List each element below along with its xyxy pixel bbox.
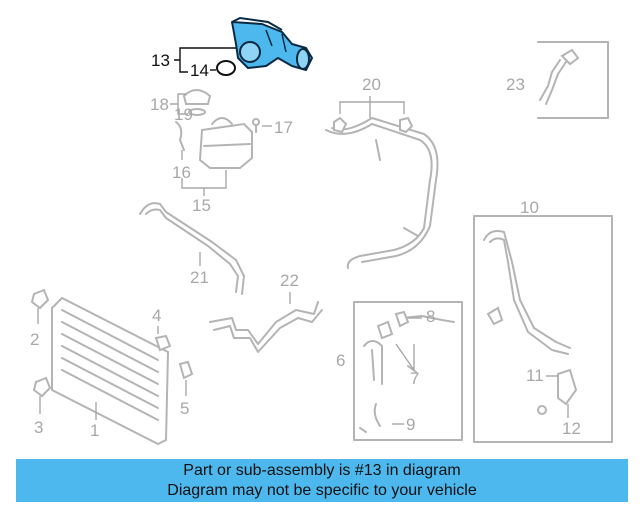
footer-line-2: Diagram may not be specific to your vehi… [167,481,477,499]
callout-23: 23 [506,75,525,94]
callout-1: 1 [90,421,99,440]
callout-4: 4 [152,306,161,325]
callout-16: 16 [172,163,191,182]
callout-17: 17 [274,118,293,137]
callout-10: 10 [520,198,539,217]
callout-14: 14 [190,61,209,80]
part-5-mount[interactable] [178,360,194,380]
footer-banner: Part or sub-assembly is #13 in diagram D… [16,459,628,502]
part-14-gasket[interactable] [216,60,236,76]
leader-13 [174,47,236,73]
callout-22: 22 [280,271,299,290]
part-23-hose[interactable] [537,41,609,119]
part-6-hose-group[interactable] [353,301,463,441]
part-4-mount[interactable] [154,334,172,352]
part-15-reservoir[interactable] [198,117,253,169]
callout-2: 2 [30,330,39,349]
callout-20: 20 [362,75,381,94]
callout-8: 8 [426,307,435,326]
callout-15: 15 [192,196,211,215]
callout-3: 3 [34,418,43,437]
part-10-hose-group[interactable] [473,215,613,443]
parts-diagram: 13 14 18 19 17 16 15 20 23 [30,16,613,446]
callout-21: 21 [190,268,209,287]
part-1-radiator[interactable] [51,296,170,446]
callout-13: 13 [151,51,170,70]
callout-12: 12 [562,419,581,438]
part-16-hose[interactable] [175,121,185,151]
part-21-pipe[interactable] [139,202,245,295]
part-17-bolt[interactable] [252,118,260,133]
part-3-bracket[interactable] [32,376,52,398]
callout-6: 6 [336,351,345,370]
part-20-pipe[interactable] [325,116,439,269]
part-13-thermostat-housing[interactable] [231,16,313,71]
callout-9: 9 [406,415,415,434]
part-18-cap[interactable] [182,89,212,116]
callout-11: 11 [526,366,544,385]
callout-7: 7 [410,369,419,388]
callout-18: 18 [150,95,169,114]
callout-5: 5 [180,399,189,418]
part-2-bracket[interactable] [30,288,50,310]
part-22-bracket[interactable] [209,301,323,353]
footer-line-1: Part or sub-assembly is #13 in diagram [183,461,461,479]
